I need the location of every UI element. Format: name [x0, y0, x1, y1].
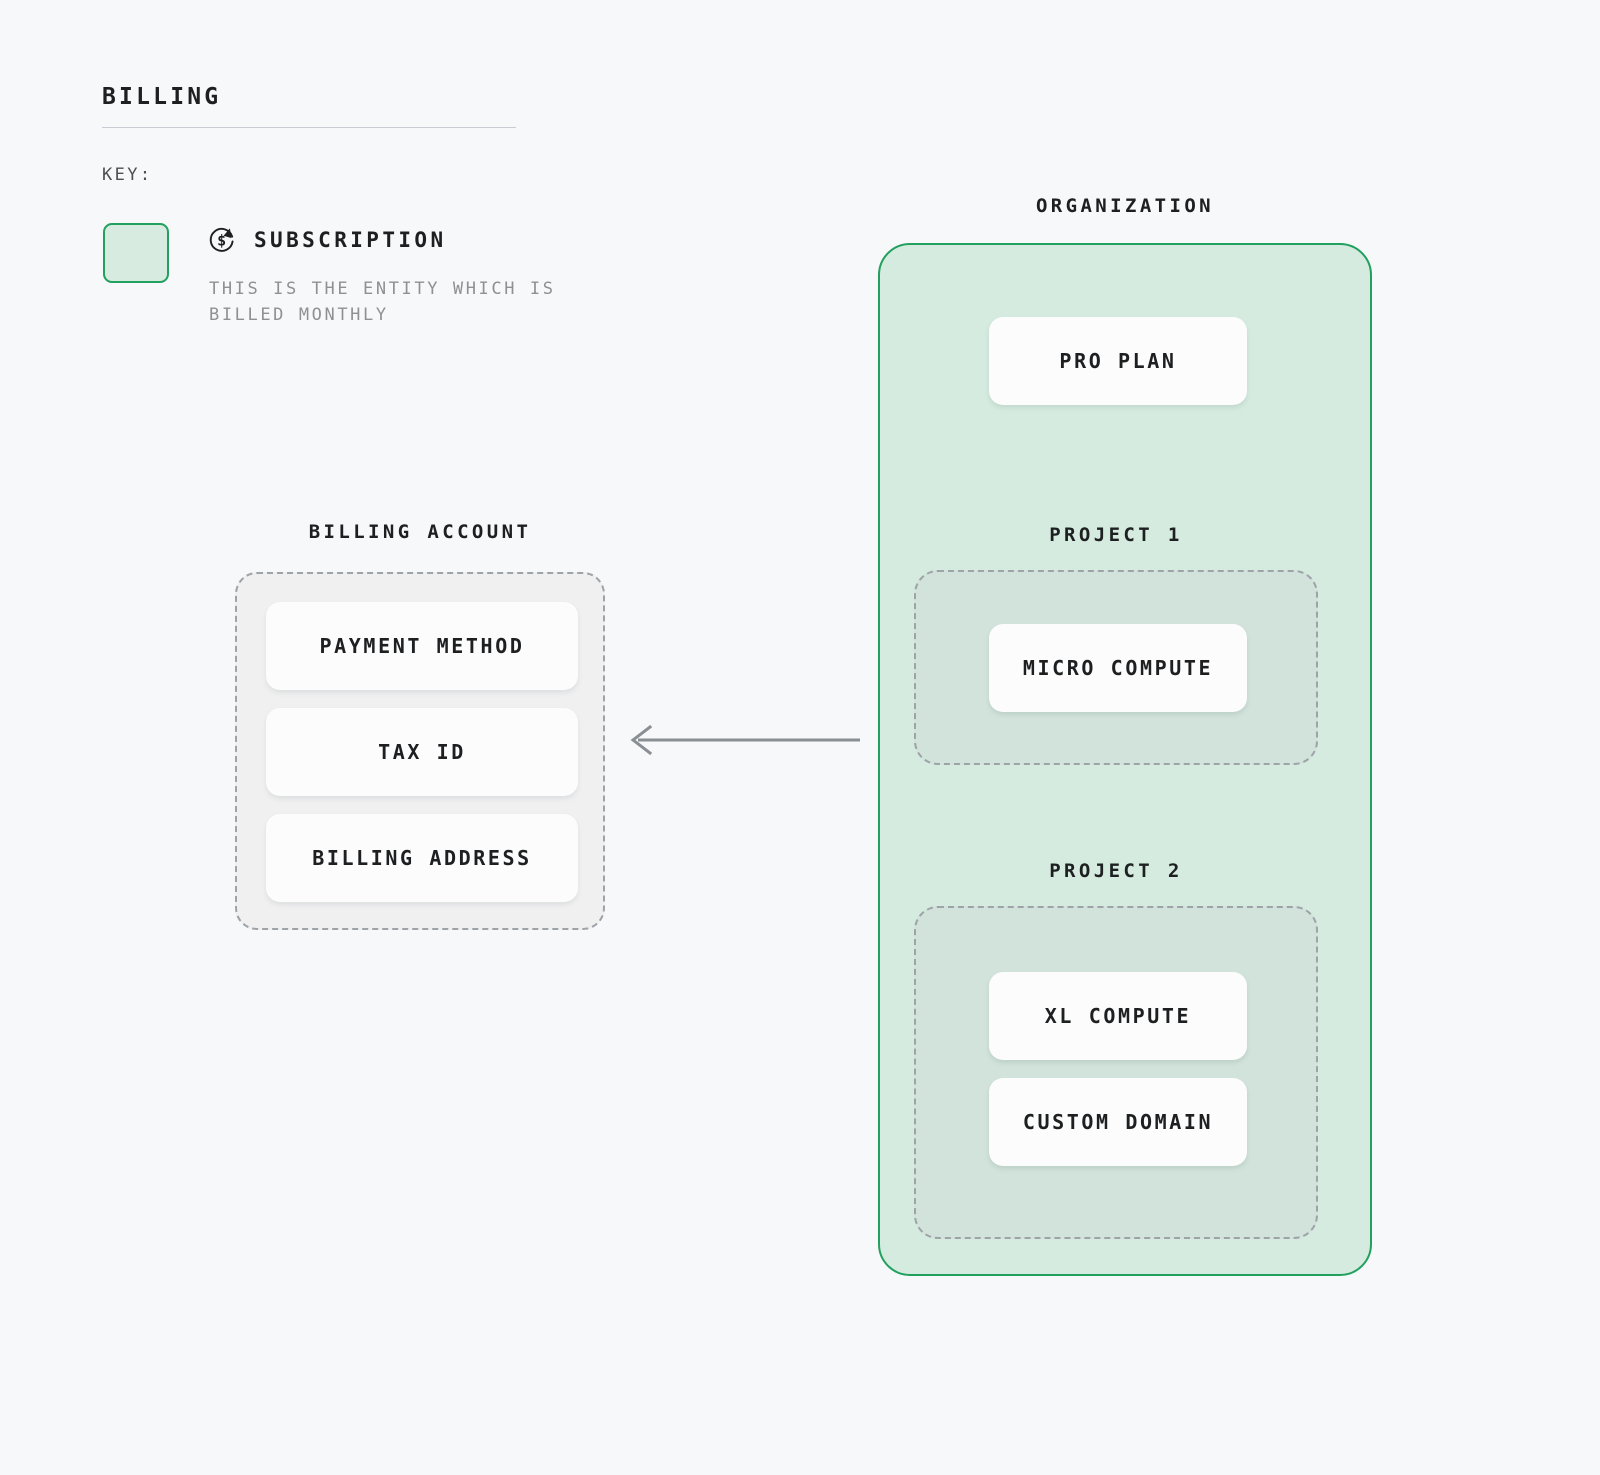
svg-text:$: $	[217, 231, 226, 249]
project-1-caption: PROJECT 1	[1049, 524, 1183, 546]
key-description: THIS IS THE ENTITY WHICH IS BILLED MONTH…	[209, 279, 556, 325]
billing-account-container: PAYMENT METHOD TAX ID BILLING ADDRESS	[235, 572, 605, 930]
billing-account-caption: BILLING ACCOUNT	[308, 521, 532, 543]
resource-card[interactable]: XL COMPUTE	[989, 972, 1247, 1060]
organization-caption: ORGANIZATION	[1035, 195, 1215, 217]
project-2-caption: PROJECT 2	[1049, 860, 1183, 882]
plan-card[interactable]: PRO PLAN	[989, 317, 1247, 405]
organization-to-billing-arrow	[628, 722, 860, 758]
billing-account-card[interactable]: TAX ID	[266, 708, 578, 796]
project-1-container: MICRO COMPUTE	[914, 570, 1318, 765]
key-label: KEY:	[102, 165, 153, 185]
key-color-swatch	[103, 223, 169, 283]
key-entity-name: SUBSCRIPTION	[254, 228, 447, 252]
resource-card[interactable]: CUSTOM DOMAIN	[989, 1078, 1247, 1166]
billing-account-card[interactable]: PAYMENT METHOD	[266, 602, 578, 690]
organization-container: PRO PLAN PROJECT 1 MICRO COMPUTE PROJECT…	[878, 243, 1372, 1276]
billing-account-card[interactable]: BILLING ADDRESS	[266, 814, 578, 902]
recurring-dollar-icon: $	[207, 224, 237, 254]
page-title: BILLING	[102, 84, 222, 110]
title-divider	[102, 127, 516, 128]
project-2-container: XL COMPUTE CUSTOM DOMAIN	[914, 906, 1318, 1239]
resource-card[interactable]: MICRO COMPUTE	[989, 624, 1247, 712]
